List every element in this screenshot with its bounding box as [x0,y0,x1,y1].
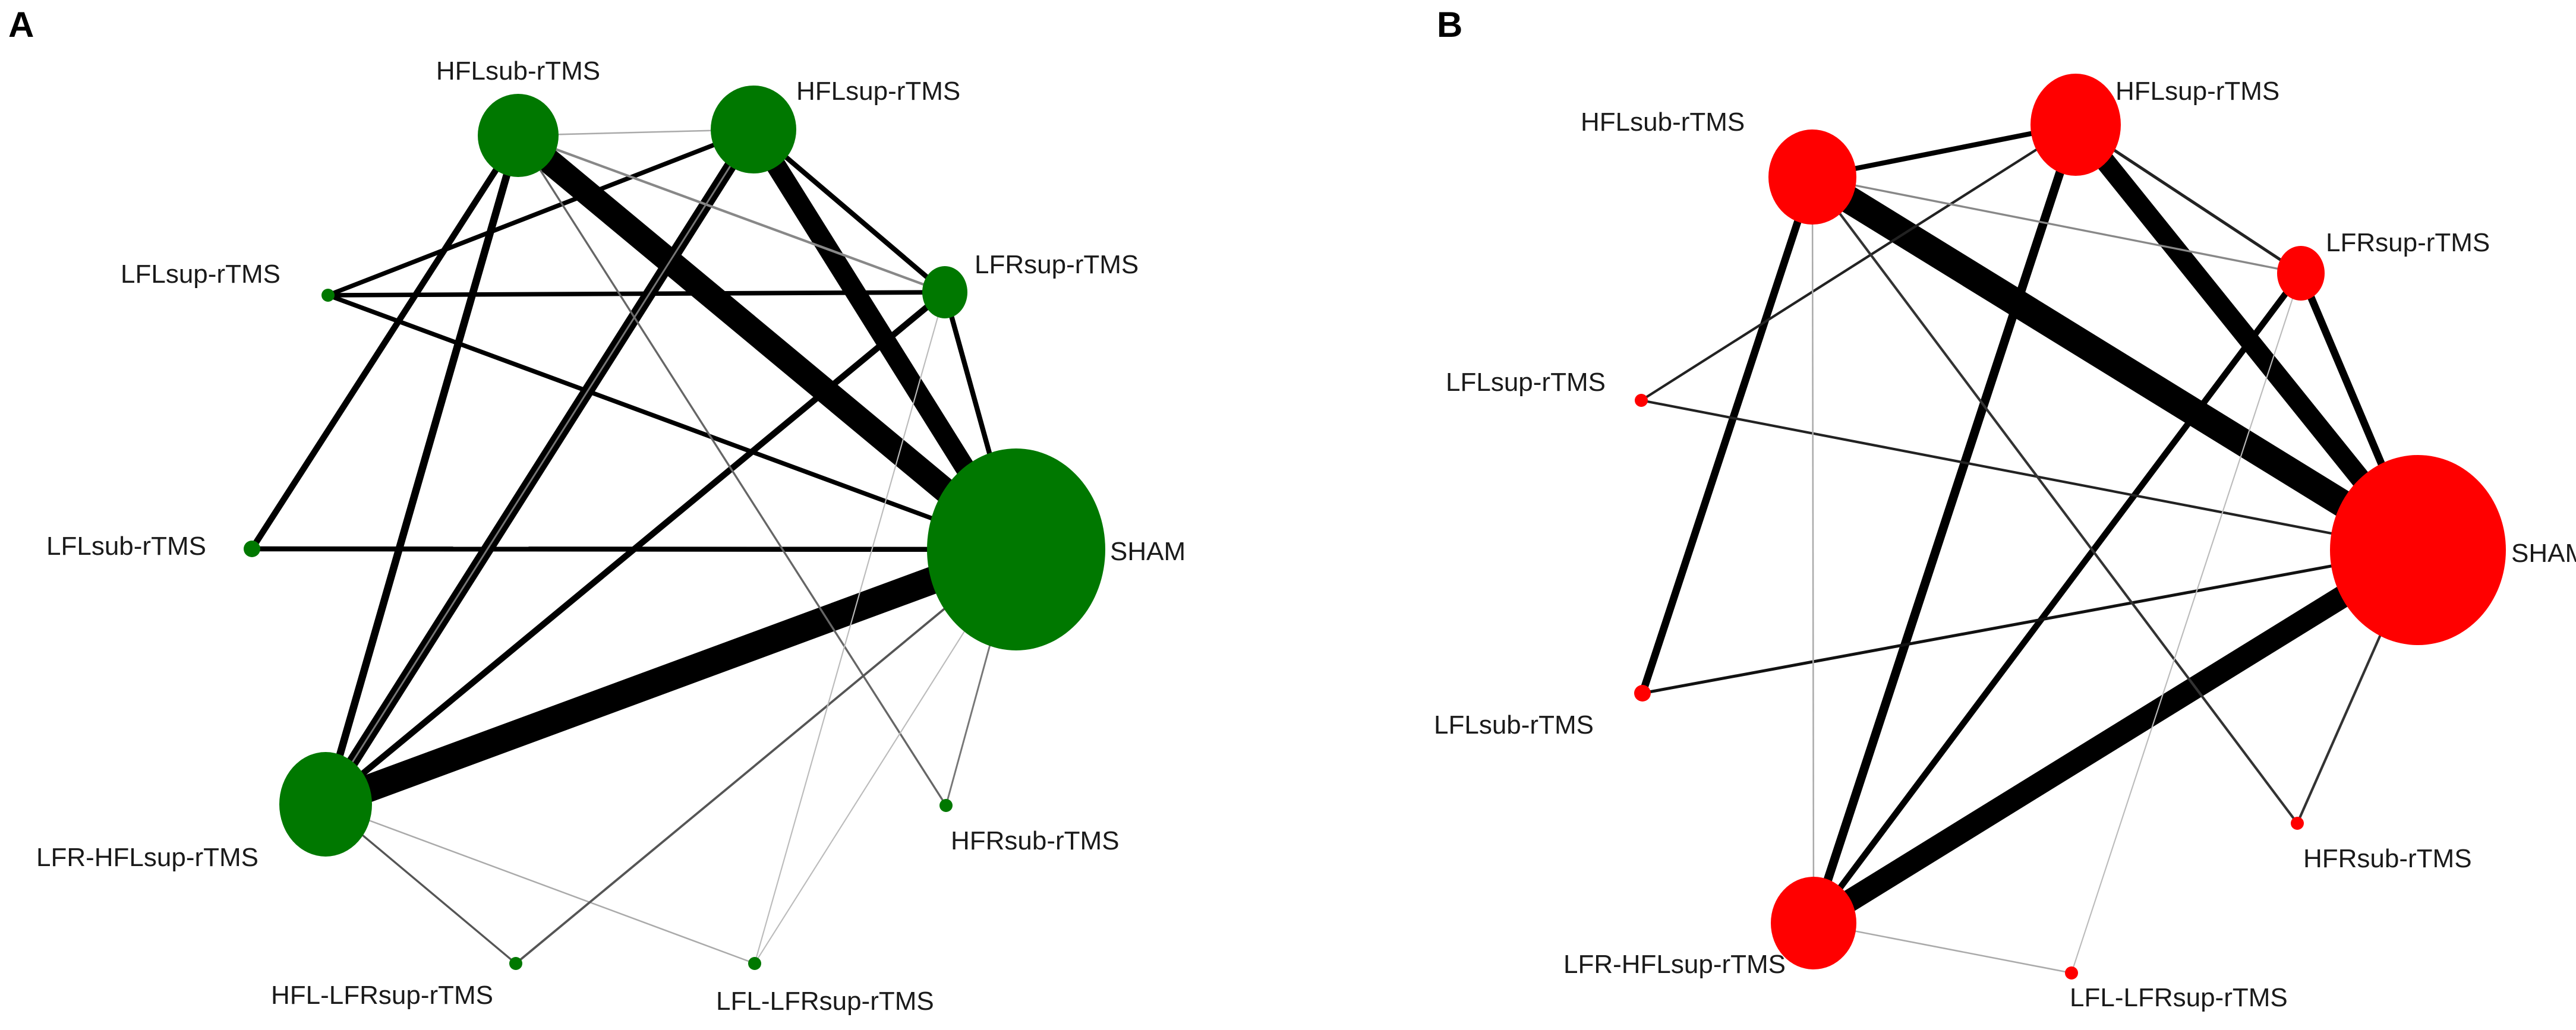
edge-HFLsub-SHAM [510,125,1024,560]
edge-LFLsub-HFLsub [249,134,521,551]
panel-a-edges [249,124,1025,965]
node-LFL-LFRsup [2065,966,2078,980]
node-LFLsup [1635,394,1648,407]
panel-letter-b: B [1437,5,1462,45]
node-label-LFRsup: LFRsup-rTMS [2326,228,2490,257]
node-HFRsub [2291,817,2304,830]
node-LFLsub [244,541,260,557]
edge-HFLsub-LFRsup [1812,176,2301,274]
node-LFL-LFRsup [748,957,761,970]
node-label-LFRsup: LFRsup-rTMS [975,250,1139,279]
node-label-SHAM: SHAM [1110,537,1185,566]
edge-LFR-HFLsup-LFL-LFRsup [325,803,755,965]
node-label-SHAM: SHAM [2511,539,2576,568]
edge-LFLsup-SHAM [327,293,1017,552]
edge-LFR-HFLsup-SHAM [320,536,1021,817]
node-label-LFLsub: LFLsub-rTMS [46,532,206,561]
node-HFLsub [1768,129,1856,225]
node-LFRsup [2277,246,2325,301]
node-HFL-LFRsup [509,957,522,970]
node-label-HFLsub: HFLsub-rTMS [436,56,600,86]
network-panel-b: B HFLsup-rTMS LFRsup-rTMS SHAM HFRsub-rTMS L… [1434,5,2576,1012]
edge-HFLsub-HFRsub [1811,176,2298,824]
edge-LFLsup-SHAM [1641,399,2419,552]
node-LFR-HFLsup [279,752,372,857]
node-SHAM [2330,455,2506,645]
node-label-HFLsup: HFLsup-rTMS [796,77,960,106]
edge-LFR-HFLsup-LFRsup [1811,271,2304,925]
panel-a-nodes [244,86,1105,970]
node-label-HFLsub: HFLsub-rTMS [1581,108,1745,137]
node-LFR-HFLsup [1771,877,1856,969]
edge-LFLsup-HFLsup [1640,124,2077,402]
edge-LFL-LFRsup-LFRsup [2071,273,2301,974]
edge-LFR-HFLsup-LFL-LFRsup [1813,922,2072,974]
edge-LFR-HFLsup-HFLsup [1809,123,2080,925]
edge-LFR-HFLsup-SHAM [1808,540,2424,933]
node-label-HFL-LFRsup: HFL-LFRsup-rTMS [271,981,493,1010]
edge-HFLsub-LFLsub [1639,176,1816,694]
node-label-HFLsup: HFLsup-rTMS [2115,77,2279,106]
edge-LFLsup-LFRsup [327,290,945,298]
node-label-LFR-HFLsup: LFR-HFLsup-rTMS [1563,950,1786,979]
edge-LFLsup-HFLsup [327,127,755,298]
node-LFLsub [1634,685,1651,702]
node-HFLsub [478,94,559,177]
edge-HFLsup-LFR-HFLsup [324,129,755,805]
node-HFLsup [2030,74,2121,176]
edge-LFR-HFLsup-HFLsub [321,134,522,805]
node-label-LFLsub: LFLsub-rTMS [1434,710,1594,740]
node-HFLsup [711,86,796,173]
node-LFRsup [922,266,967,318]
edge-HFL-LFRsup-SHAM [515,548,1017,965]
edge-HFLsub-LFRsup [518,134,945,293]
edge-HFLsub-SHAM [1805,165,2426,562]
node-label-LFLsup: LFLsup-rTMS [1446,368,1606,397]
node-label-HFRsub: HFRsub-rTMS [951,826,1120,855]
node-label-LFL-LFRsup: LFL-LFRsup-rTMS [2070,983,2288,1012]
node-label-LFR-HFLsup: LFR-HFLsup-rTMS [36,843,258,872]
edge-LFLsub-SHAM [1642,548,2419,695]
edge-HFLsub-LFR-HFLsup [1811,176,1815,924]
edge-HFLsub-HFRsub [517,135,947,806]
panel-b-nodes [1634,74,2506,980]
panel-a-labels: HFLsub-rTMS HFLsup-rTMS LFRsup-rTMS SHAM HFR… [36,56,1185,1016]
node-label-HFRsub: HFRsub-rTMS [2303,844,2472,873]
panel-b-labels: HFLsup-rTMS LFRsup-rTMS SHAM HFRsub-rTMS LFL… [1434,77,2576,1012]
node-HFRsub [939,799,953,812]
edge-LFL-LFRsup-LFRsup [753,292,946,964]
node-SHAM [927,448,1105,650]
network-panel-a: A HFLsub-rTMSHFLsup-rTMSLFRsup-rTMSSHAMH… [8,5,1185,1016]
panel-letter-a: A [8,5,34,45]
node-label-LFLsup: LFLsup-rTMS [121,260,280,289]
node-LFLsup [321,289,335,302]
node-label-LFL-LFRsup: LFL-LFRsup-rTMS [716,987,934,1016]
